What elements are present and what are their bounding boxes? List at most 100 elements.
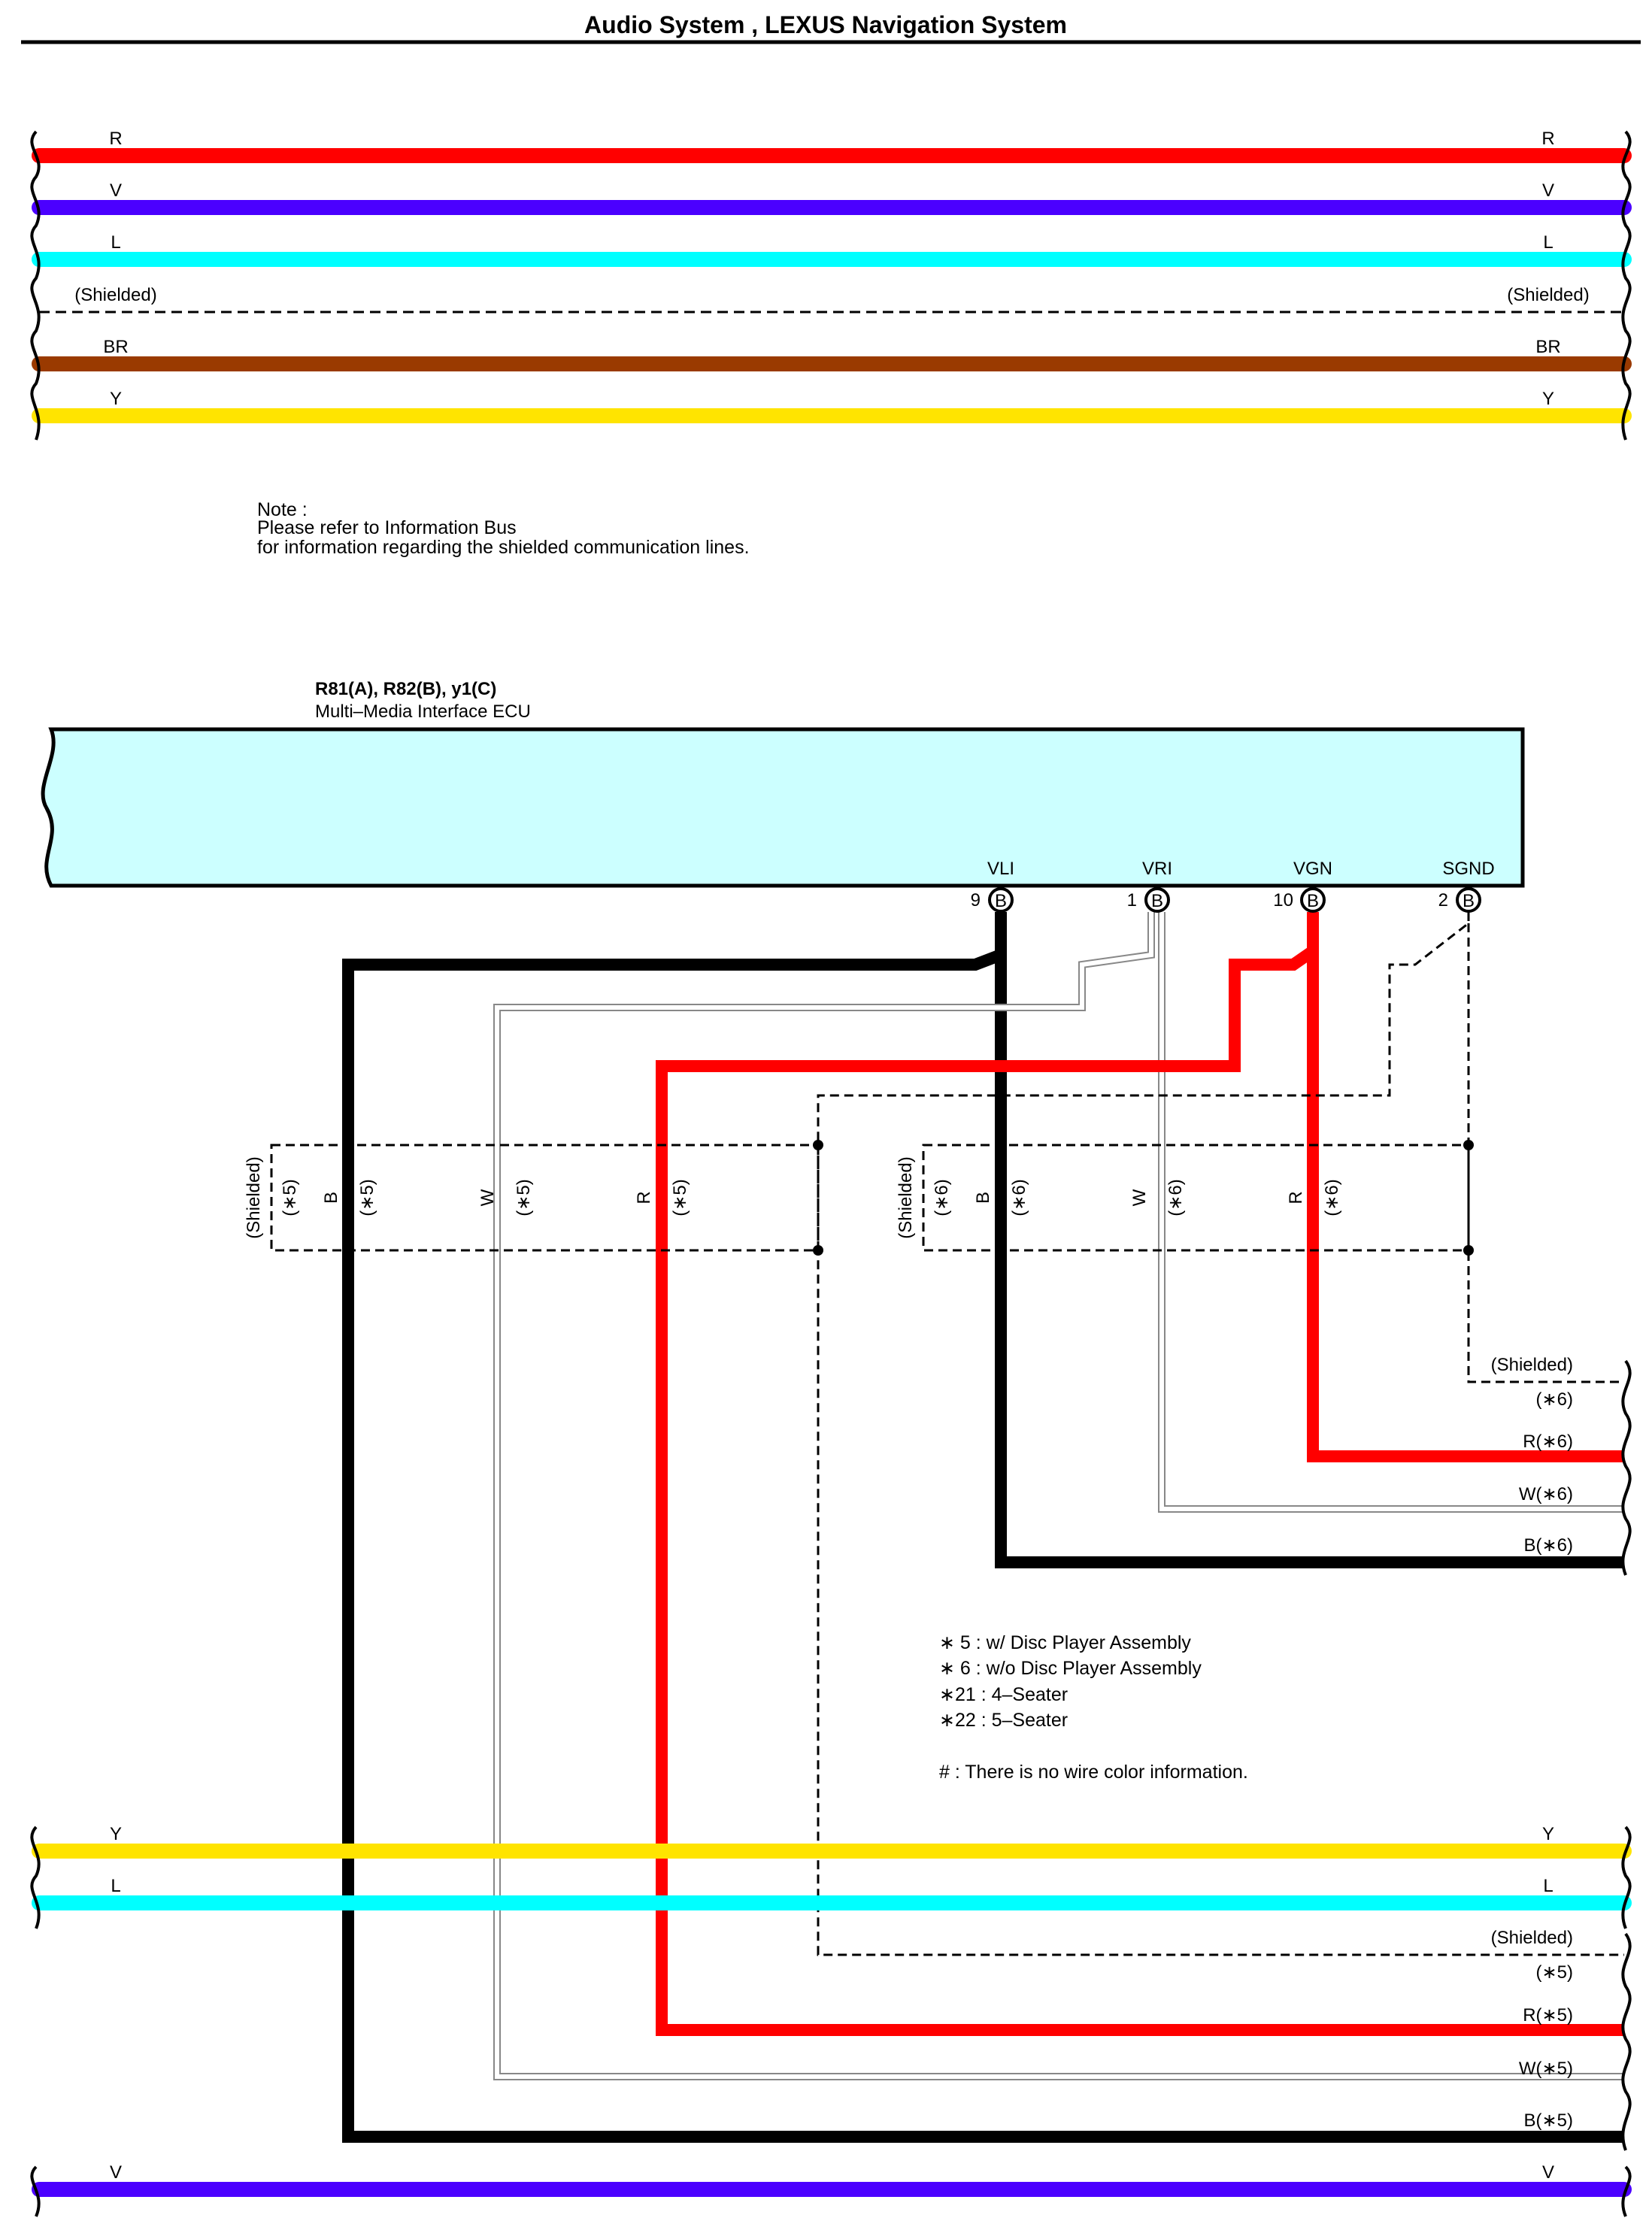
top-bus: R R V V L L (Shielded) (Shielded) BR BR …	[30, 129, 1632, 441]
break-mark-left-top	[30, 130, 41, 441]
pin-number-vgn: 10	[1273, 890, 1293, 910]
shield-6-b-label: B	[973, 1192, 993, 1204]
out6-shielded-note: (∗6)	[1536, 1389, 1573, 1410]
shield-5-note: (∗5)	[280, 1179, 300, 1216]
label-y-right: Y	[1542, 389, 1554, 409]
shield-5-b-note: (∗5)	[357, 1179, 377, 1216]
label-l-bottom-right: L	[1543, 1876, 1553, 1896]
label-shielded-right: (Shielded)	[1507, 285, 1589, 305]
diagram-title: Audio System , LEXUS Navigation System	[584, 11, 1067, 38]
out5-shielded: (Shielded)	[1491, 1928, 1573, 1948]
outputs-5: (Shielded) (∗5) R(∗5) W(∗5) B(∗5)	[1491, 1928, 1632, 2151]
shield-5-b-label: B	[321, 1192, 341, 1204]
shield-box-6: (Shielded) (∗6) B (∗6) W (∗6) R (∗6)	[896, 1140, 1474, 1256]
shield-6-b-note: (∗6)	[1009, 1179, 1029, 1216]
wire-r-6	[1307, 912, 1624, 1462]
pin-number-vri: 1	[1127, 890, 1137, 910]
out5-b: B(∗5)	[1524, 2110, 1573, 2131]
label-y-left: Y	[110, 389, 122, 409]
pin-circle-vli	[988, 887, 1014, 913]
note: Note : Please refer to Information Bus f…	[257, 499, 750, 558]
shield-box-6-outline	[922, 1144, 1470, 1252]
bottom-v: V V	[30, 2162, 1632, 2217]
label-shielded-left: (Shielded)	[74, 285, 156, 305]
bottom-bus: Y Y L L	[30, 1824, 1632, 1929]
break-mark-right-5	[1621, 1932, 1632, 2151]
shield-6-w-note: (∗6)	[1165, 1179, 1186, 1216]
shield-5-w-note: (∗5)	[514, 1179, 534, 1216]
break-mark-right-bottom	[1621, 1825, 1632, 1929]
pin-circle-sgnd	[1456, 887, 1481, 913]
label-r-right: R	[1541, 129, 1554, 149]
shield-6-label: (Shielded)	[896, 1156, 916, 1238]
junction-5-top	[813, 1140, 823, 1150]
pin-connector-vli: B	[995, 891, 1007, 911]
note-line-1: Note :	[257, 499, 308, 520]
pin-number-sgnd: 2	[1438, 890, 1448, 910]
shield-6-w-label: W	[1129, 1189, 1150, 1206]
break-mark-right-v	[1621, 2165, 1632, 2217]
pin-name-sgnd: SGND	[1442, 859, 1494, 879]
out5-r: R(∗5)	[1523, 2005, 1573, 2025]
label-y-bottom-right: Y	[1542, 1824, 1554, 1844]
wire-r-5	[656, 912, 1624, 2036]
shield-box-5-outline	[270, 1144, 820, 1252]
note-line-3: for information regarding the shielded c…	[257, 537, 750, 558]
label-br-left: BR	[103, 337, 128, 357]
out5-shielded-note: (∗5)	[1536, 1962, 1573, 1983]
note-line-2: Please refer to Information Bus	[257, 517, 517, 538]
ecu-wires	[342, 912, 1624, 2143]
out5-w: W(∗5)	[1519, 2059, 1573, 2079]
wire-w-6	[1159, 912, 1624, 1511]
legend-line-4: ∗22 : 5–Seater	[939, 1710, 1068, 1731]
ecu-body	[41, 727, 1525, 888]
wire-b-6	[995, 912, 1624, 1568]
ecu-name: Multi–Media Interface ECU	[315, 701, 531, 722]
junction-6-bottom	[1463, 1245, 1474, 1256]
shield-6-r-note: (∗6)	[1322, 1179, 1342, 1216]
label-br-right: BR	[1535, 337, 1560, 357]
junction-5-bottom	[813, 1245, 823, 1256]
wire-shield-6	[1467, 923, 1624, 1383]
ecu: R81(A), R82(B), y1(C) Multi–Media Interf…	[41, 679, 1525, 910]
legend-line-1: ∗ 5 : w/ Disc Player Assembly	[939, 1632, 1191, 1653]
shield-5-label: (Shielded)	[244, 1156, 264, 1238]
pin-circles: B B B B	[988, 887, 1481, 913]
shield-5-r-label: R	[634, 1191, 654, 1204]
pin-circle-vgn	[1300, 887, 1326, 913]
label-v-bottom-right: V	[1542, 2162, 1554, 2183]
out6-b: B(∗6)	[1524, 1535, 1573, 1556]
label-l-left: L	[111, 232, 120, 253]
shield-5-r-note: (∗5)	[670, 1179, 690, 1216]
label-r-left: R	[109, 129, 122, 149]
legend-line-2: ∗ 6 : w/o Disc Player Assembly	[939, 1658, 1202, 1679]
shield-6-r-label: R	[1286, 1191, 1306, 1204]
wire-shield-5	[817, 912, 1624, 1956]
pin-connector-vri: B	[1151, 891, 1163, 911]
label-v-bottom-left: V	[110, 2162, 122, 2183]
label-l-bottom-left: L	[111, 1876, 120, 1896]
wire-w-5	[495, 912, 1624, 2079]
legend-line-3: ∗21 : 4–Seater	[939, 1684, 1068, 1705]
legend: ∗ 5 : w/ Disc Player Assembly ∗ 6 : w/o …	[939, 1632, 1248, 1783]
break-mark-left-v	[30, 2165, 41, 2217]
shield-6-note: (∗6)	[932, 1179, 952, 1216]
ecu-connectors: R81(A), R82(B), y1(C)	[315, 679, 496, 699]
label-v-left: V	[110, 180, 122, 201]
shield-box-5: (Shielded) (∗5) B (∗5) W (∗5) R (∗5)	[244, 1140, 823, 1256]
outputs-6: (Shielded) (∗6) R(∗6) W(∗6) B(∗6)	[1491, 1355, 1632, 1576]
out6-shielded: (Shielded)	[1491, 1355, 1573, 1375]
pin-name-vri: VRI	[1142, 859, 1172, 879]
out6-w: W(∗6)	[1519, 1484, 1573, 1504]
legend-line-5: # : There is no wire color information.	[939, 1762, 1248, 1783]
junction-6-top	[1463, 1140, 1474, 1150]
pin-connector-vgn: B	[1307, 891, 1319, 911]
break-mark-left-bottom	[30, 1825, 41, 1929]
break-mark-right-top	[1621, 130, 1632, 441]
out6-r: R(∗6)	[1523, 1432, 1573, 1452]
pin-name-vli: VLI	[987, 859, 1014, 879]
label-y-bottom-left: Y	[110, 1824, 122, 1844]
pin-name-vgn: VGN	[1293, 859, 1332, 879]
pin-number-vli: 9	[971, 890, 981, 910]
